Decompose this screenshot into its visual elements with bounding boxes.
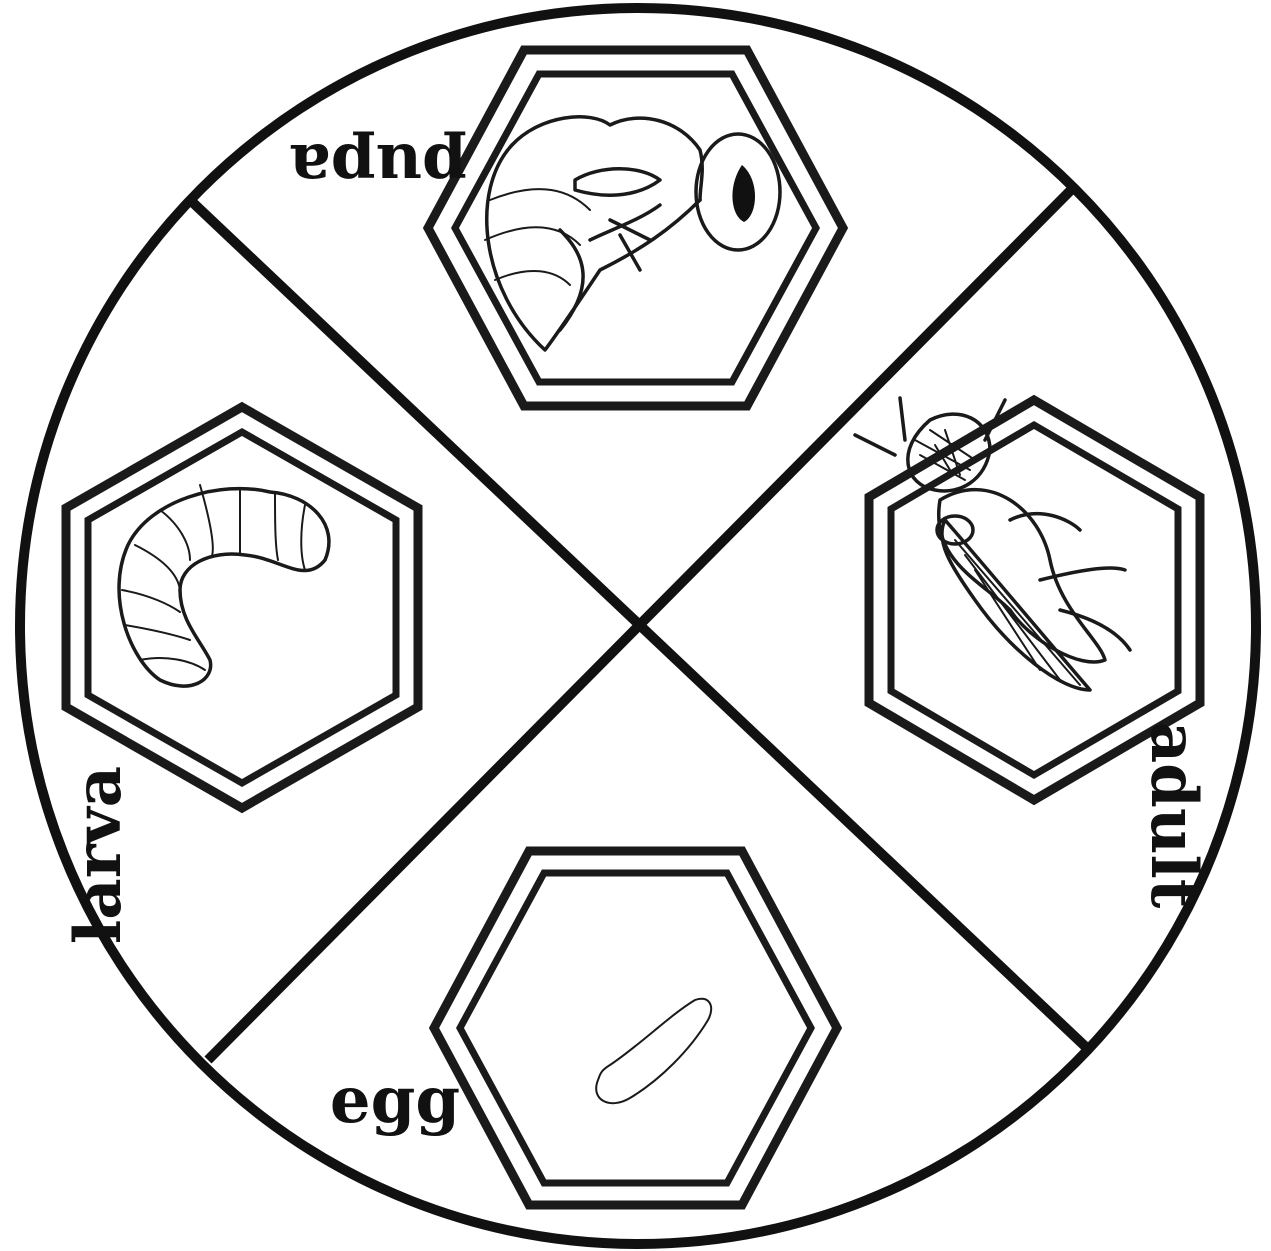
stage-label-egg: egg — [330, 1063, 460, 1138]
stage-label-pupa: pupa — [289, 129, 467, 204]
stage-label-larva: larva — [61, 766, 136, 944]
stage-label-adult: adult — [1136, 722, 1211, 909]
